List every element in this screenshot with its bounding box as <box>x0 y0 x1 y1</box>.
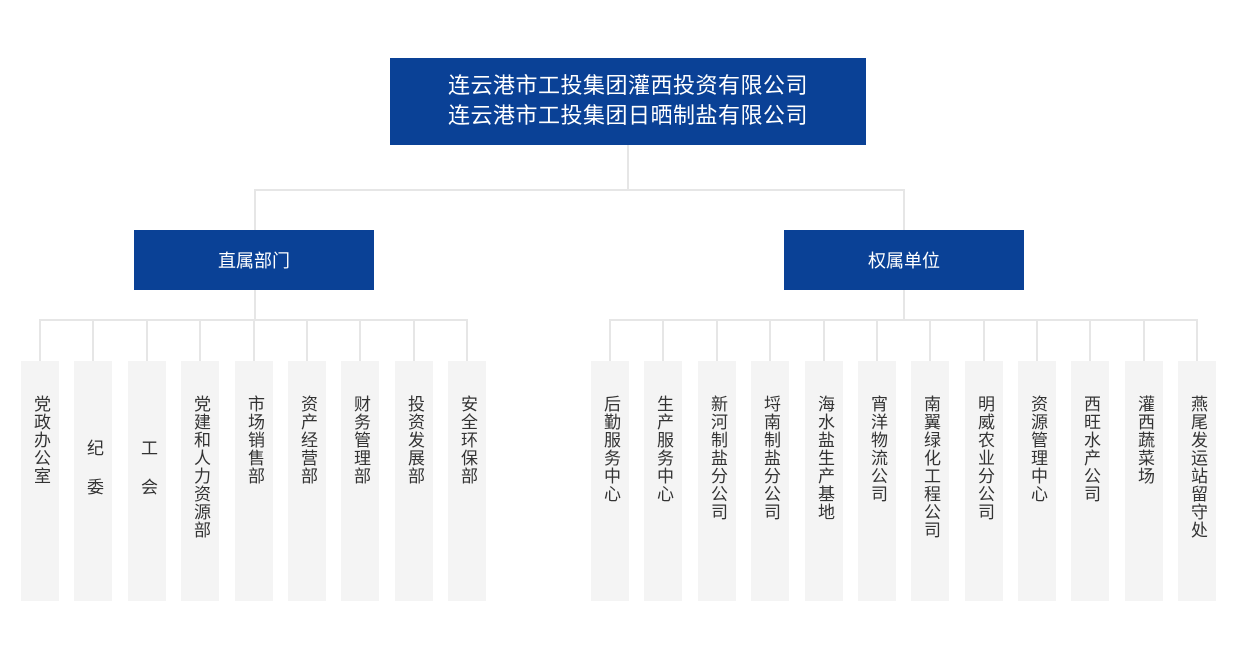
subsidiary-label: 燕尾发运站留守处 <box>1187 395 1207 539</box>
connector-drop <box>823 319 825 361</box>
department-label: 市场销售部 <box>244 395 264 485</box>
category-subsidiaries-label: 权属单位 <box>868 251 940 272</box>
department-label: 工会 <box>137 439 157 517</box>
connector-drop <box>662 319 664 361</box>
subsidiary-box: 灌西蔬菜场 <box>1125 361 1163 601</box>
subsidiary-box: 埒南制盐分公司 <box>751 361 789 601</box>
subsidiary-box: 明威农业分公司 <box>965 361 1003 601</box>
connector-top-vertical <box>627 145 629 190</box>
connector-drop <box>609 319 611 361</box>
department-label: 投资发展部 <box>404 395 424 485</box>
connector-drop <box>1036 319 1038 361</box>
connector-drop <box>146 319 148 361</box>
connector-drop <box>466 319 468 361</box>
department-label: 纪委 <box>83 439 103 517</box>
connector-drop <box>929 319 931 361</box>
connector-left-stem <box>254 290 256 320</box>
subsidiary-label: 生产服务中心 <box>653 395 673 503</box>
subsidiary-label: 埒南制盐分公司 <box>760 395 780 521</box>
subsidiary-box: 新河制盐分公司 <box>698 361 736 601</box>
department-label: 安全环保部 <box>457 395 477 485</box>
connector-top-horizontal <box>254 189 905 191</box>
connector-drop <box>253 319 255 361</box>
subsidiary-label: 南翼绿化工程公司 <box>920 395 940 539</box>
connector-drop <box>716 319 718 361</box>
subsidiary-box: 后勤服务中心 <box>591 361 629 601</box>
company-header: 连云港市工投集团灌西投资有限公司 连云港市工投集团日晒制盐有限公司 <box>390 58 866 145</box>
connector-drop <box>413 319 415 361</box>
subsidiary-box: 生产服务中心 <box>644 361 682 601</box>
subsidiary-label: 新河制盐分公司 <box>707 395 727 521</box>
connector-drop <box>359 319 361 361</box>
department-box: 纪委 <box>74 361 112 601</box>
subsidiary-box: 西旺水产公司 <box>1071 361 1109 601</box>
subsidiary-box: 海水盐生产基地 <box>805 361 843 601</box>
category-direct-departments: 直属部门 <box>134 230 374 290</box>
department-box: 党政办公室 <box>21 361 59 601</box>
department-label: 资产经营部 <box>297 395 317 485</box>
department-box: 安全环保部 <box>448 361 486 601</box>
subsidiary-label: 后勤服务中心 <box>600 395 620 503</box>
department-label: 党建和人力资源部 <box>190 395 210 539</box>
category-direct-departments-label: 直属部门 <box>218 251 290 272</box>
connector-drop <box>769 319 771 361</box>
connector-right-drop <box>903 189 905 230</box>
connector-drop <box>983 319 985 361</box>
subsidiary-label: 明威农业分公司 <box>974 395 994 521</box>
connector-drop <box>876 319 878 361</box>
subsidiary-box: 南翼绿化工程公司 <box>911 361 949 601</box>
department-box: 党建和人力资源部 <box>181 361 219 601</box>
subsidiary-label: 资源管理中心 <box>1027 395 1047 503</box>
subsidiary-label: 宵洋物流公司 <box>867 395 887 503</box>
connector-drop <box>39 319 41 361</box>
subsidiary-label: 西旺水产公司 <box>1080 395 1100 503</box>
category-subsidiaries: 权属单位 <box>784 230 1024 290</box>
department-label: 党政办公室 <box>30 395 50 485</box>
connector-right-bus <box>609 319 1198 321</box>
connector-drop <box>1089 319 1091 361</box>
department-box: 资产经营部 <box>288 361 326 601</box>
connector-drop <box>1143 319 1145 361</box>
connector-drop <box>92 319 94 361</box>
connector-left-drop <box>254 189 256 230</box>
connector-drop <box>306 319 308 361</box>
company-name-line1: 连云港市工投集团灌西投资有限公司 <box>447 73 808 99</box>
department-box: 财务管理部 <box>341 361 379 601</box>
department-box: 市场销售部 <box>235 361 273 601</box>
connector-drop <box>199 319 201 361</box>
subsidiary-box: 燕尾发运站留守处 <box>1178 361 1216 601</box>
connector-right-stem <box>903 290 905 320</box>
connector-drop <box>1196 319 1198 361</box>
department-box: 投资发展部 <box>395 361 433 601</box>
subsidiary-box: 资源管理中心 <box>1018 361 1056 601</box>
subsidiary-box: 宵洋物流公司 <box>858 361 896 601</box>
department-label: 财务管理部 <box>350 395 370 485</box>
subsidiary-label: 海水盐生产基地 <box>814 395 834 521</box>
company-name-line2: 连云港市工投集团日晒制盐有限公司 <box>447 103 808 129</box>
department-box: 工会 <box>128 361 166 601</box>
subsidiary-label: 灌西蔬菜场 <box>1134 395 1154 485</box>
